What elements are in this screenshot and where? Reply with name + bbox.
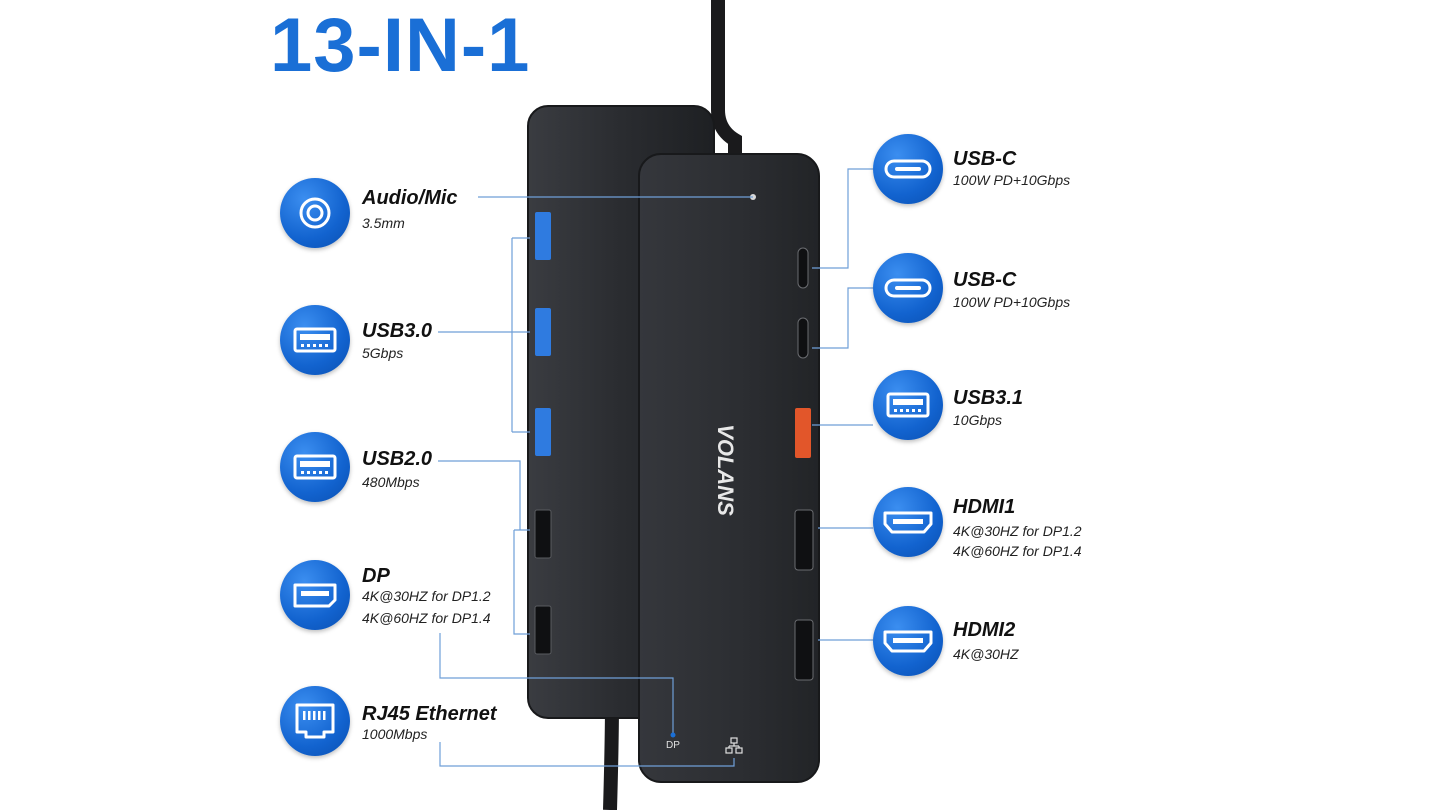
feature-title: USB3.0: [362, 320, 433, 342]
feature-title: USB-C: [953, 269, 1017, 291]
feature-title: RJ45 Ethernet: [362, 703, 497, 725]
feature-title: USB2.0: [362, 448, 433, 470]
feature-icon-circle: [873, 253, 943, 323]
feature-detail: 1000Mbps: [362, 726, 428, 742]
feature-detail: 4K@60HZ for DP1.4: [362, 610, 491, 626]
usb-c-icon: [884, 159, 932, 179]
usb-c-icon: [884, 278, 932, 298]
usb2-ports: [534, 509, 552, 655]
top-cable: [711, 0, 742, 165]
usb-a-icon: [293, 454, 337, 480]
headline: 13-IN-1: [270, 3, 531, 88]
feature-title: Audio/Mic: [362, 187, 458, 209]
callout-lines-left: [438, 196, 753, 767]
usb-c-ports: [797, 247, 809, 359]
audio-jack-icon: [299, 197, 331, 229]
feature-title: USB3.1: [953, 387, 1024, 409]
feature-icon-circle: [280, 305, 350, 375]
feature-icon-circle: [280, 432, 350, 502]
feature-detail: 3.5mm: [362, 215, 405, 231]
feature-detail: 100W PD+10Gbps: [953, 294, 1071, 310]
feature-detail: 5Gbps: [362, 345, 404, 361]
feature-title: DP: [362, 565, 390, 587]
feature-icon-circle: [280, 178, 350, 248]
feature-detail: 480Mbps: [362, 474, 420, 490]
feature-icon-circle: [280, 560, 350, 630]
usb3-ports: [535, 212, 551, 456]
dp-port-label: DP: [666, 740, 680, 751]
feature-icon-circle: [873, 487, 943, 557]
feature-icon-circle: [280, 686, 350, 756]
usb-a-icon: [886, 392, 930, 418]
feature-detail: 100W PD+10Gbps: [953, 172, 1071, 188]
hdmi-icon: [883, 630, 933, 653]
feature-icon-circle: [873, 606, 943, 676]
brand-logo: VOLANS: [713, 424, 738, 516]
feature-detail: 4K@30HZ for DP1.2: [953, 523, 1082, 539]
hdmi-icon: [883, 511, 933, 534]
feature-detail: 10Gbps: [953, 412, 1003, 428]
usb31-port: [795, 408, 811, 458]
feature-detail: 4K@60HZ for DP1.4: [953, 543, 1082, 559]
callout-lines-right: [812, 168, 873, 641]
hdmi-ports: [794, 509, 814, 681]
feature-title: USB-C: [953, 148, 1017, 170]
feature-title: HDMI1: [953, 496, 1016, 518]
ethernet-port-symbol: [725, 737, 743, 754]
feature-detail: 4K@30HZ for DP1.2: [362, 588, 491, 604]
usb-a-icon: [293, 327, 337, 353]
feature-detail: 4K@30HZ: [953, 646, 1019, 662]
feature-icon-circle: [873, 370, 943, 440]
dp-callout-dot: [670, 732, 676, 738]
displayport-icon: [293, 583, 337, 608]
hub-front-body: [638, 153, 820, 783]
feature-icon-circle: [873, 134, 943, 204]
ethernet-icon: [295, 703, 335, 739]
feature-title: HDMI2: [953, 619, 1016, 641]
